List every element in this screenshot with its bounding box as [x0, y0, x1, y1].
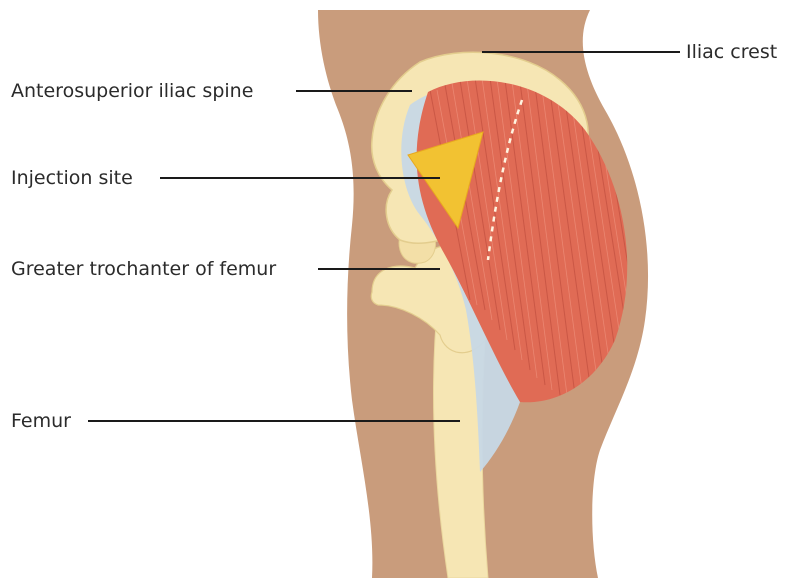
label-femur: Femur [11, 410, 71, 432]
label-iliac-crest: Iliac crest [686, 41, 777, 63]
label-anterosuperior-iliac-spine: Anterosuperior iliac spine [11, 80, 253, 102]
label-injection-site: Injection site [11, 167, 133, 189]
label-greater-trochanter: Greater trochanter of femur [11, 258, 276, 280]
